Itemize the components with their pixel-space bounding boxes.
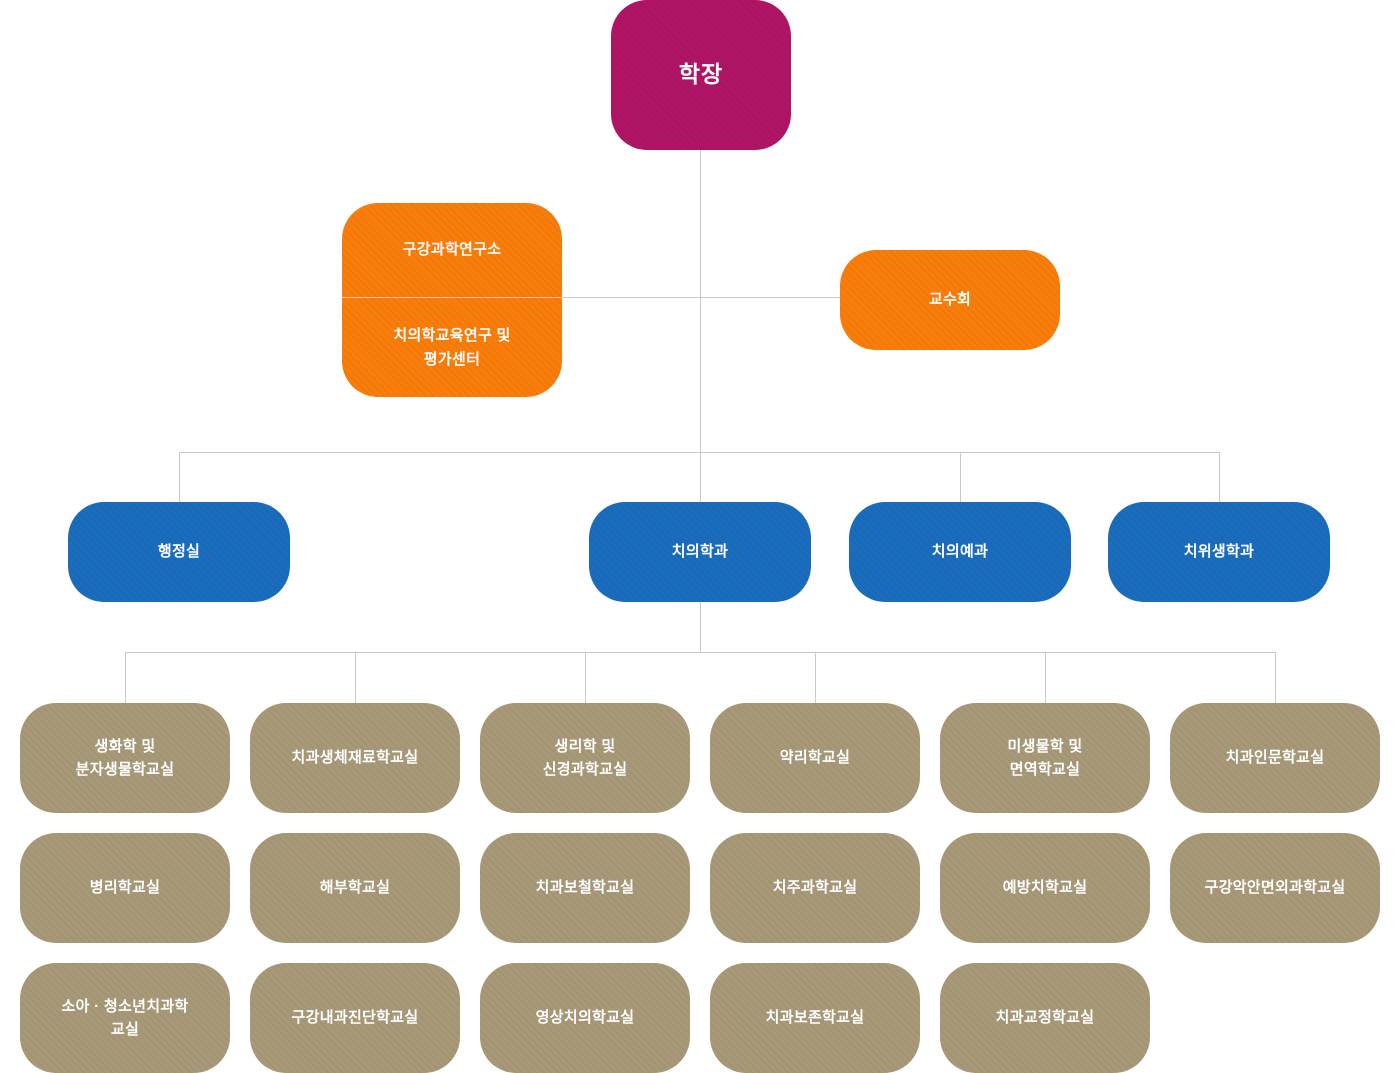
departments-grid: 생화학 및 분자생물학교실 치과생체재료학교실 생리학 및 신경과학교실 약리학…: [20, 703, 1380, 1073]
affiliate-stack-divider: [342, 297, 562, 298]
dept-label: 생리학 및 신경과학교실: [542, 737, 628, 778]
dept-label: 치과보철학교실: [535, 879, 635, 897]
connector-affiliates-horizontal: [562, 297, 840, 298]
dept-oral-radiology-box: 영상치의학교실: [480, 963, 690, 1073]
dept-label: 병리학교실: [89, 879, 161, 897]
oral-science-institute-label: 구강과학연구소: [402, 241, 502, 259]
dept-pathology-box: 병리학교실: [20, 833, 230, 943]
dept-label: 영상치의학교실: [535, 1009, 635, 1027]
affiliate-stack: 구강과학연구소 치의학교육연구 및 평가센터: [342, 203, 562, 397]
dept-label: 치과보존학교실: [765, 1009, 865, 1027]
dept-dental-biomaterials-box: 치과생체재료학교실: [250, 703, 460, 813]
connector-admin-office-stub: [179, 452, 180, 502]
dept-label: 생화학 및 분자생물학교실: [75, 737, 175, 778]
connector-dept-col1-stub: [125, 652, 126, 703]
dept-label: 치과생체재료학교실: [291, 749, 419, 767]
pre-dentistry-dept-label: 치의예과: [931, 543, 989, 561]
connector-pre-dentistry-stub: [960, 452, 961, 502]
connector-dentistry-vertical: [700, 602, 701, 652]
dept-conservative-dentistry-box: 치과보존학교실: [710, 963, 920, 1073]
connector-departments-horizontal: [125, 652, 1276, 653]
dept-label: 해부학교실: [319, 879, 391, 897]
dept-label: 구강내과진단학교실: [291, 1009, 419, 1027]
dept-biochemistry-molecular-biology-box: 생화학 및 분자생물학교실: [20, 703, 230, 813]
dental-education-center-box: 치의학교육연구 및 평가센터: [342, 298, 562, 397]
dept-label: 치과교정학교실: [995, 1009, 1095, 1027]
connector-dept-col6-stub: [1275, 652, 1276, 703]
connector-dept-col4-stub: [815, 652, 816, 703]
connector-dental-hygiene-stub: [1219, 452, 1220, 502]
pre-dentistry-dept-box: 치의예과: [849, 502, 1071, 602]
dept-label: 치주과학교실: [772, 879, 858, 897]
dentistry-dept-label: 치의학과: [671, 543, 729, 561]
connector-dept-col2-stub: [355, 652, 356, 703]
dean-box: 학장: [611, 0, 791, 150]
connector-divisions-horizontal: [179, 452, 1220, 453]
dental-hygiene-dept-label: 치위생학과: [1183, 543, 1255, 561]
connector-dept-col5-stub: [1045, 652, 1046, 703]
dept-orthodontics-box: 치과교정학교실: [940, 963, 1150, 1073]
dept-label: 소아 · 청소년치과학 교실: [61, 997, 189, 1038]
connector-dean-vertical: [700, 150, 701, 502]
dept-pharmacology-box: 약리학교실: [710, 703, 920, 813]
faculty-council-label: 교수회: [928, 291, 972, 309]
dept-pediatric-dentistry-box: 소아 · 청소년치과학 교실: [20, 963, 230, 1073]
oral-science-institute-box: 구강과학연구소: [342, 203, 562, 297]
connector-dept-col3-stub: [585, 652, 586, 703]
dept-preventive-dentistry-box: 예방치학교실: [940, 833, 1150, 943]
dept-label: 미생물학 및 면역학교실: [1007, 737, 1083, 778]
dental-education-center-label: 치의학교육연구 및 평가센터: [393, 327, 511, 368]
admin-office-box: 행정실: [68, 502, 290, 602]
dept-prosthodontics-box: 치과보철학교실: [480, 833, 690, 943]
dean-label: 학장: [678, 61, 724, 88]
dept-label: 치과인문학교실: [1225, 749, 1325, 767]
admin-office-label: 행정실: [157, 543, 201, 561]
dept-dental-humanities-box: 치과인문학교실: [1170, 703, 1380, 813]
faculty-council-box: 교수회: [840, 250, 1060, 350]
dept-anatomy-box: 해부학교실: [250, 833, 460, 943]
dept-physiology-neuroscience-box: 생리학 및 신경과학교실: [480, 703, 690, 813]
dept-label: 약리학교실: [779, 749, 851, 767]
dept-label: 구강악안면외과학교실: [1204, 879, 1346, 897]
dept-oral-medicine-diagnosis-box: 구강내과진단학교실: [250, 963, 460, 1073]
dentistry-dept-box: 치의학과: [589, 502, 811, 602]
dept-oral-maxillofacial-surgery-box: 구강악안면외과학교실: [1170, 833, 1380, 943]
dental-hygiene-dept-box: 치위생학과: [1108, 502, 1330, 602]
dept-label: 예방치학교실: [1002, 879, 1088, 897]
dept-microbiology-immunology-box: 미생물학 및 면역학교실: [940, 703, 1150, 813]
dept-periodontology-box: 치주과학교실: [710, 833, 920, 943]
